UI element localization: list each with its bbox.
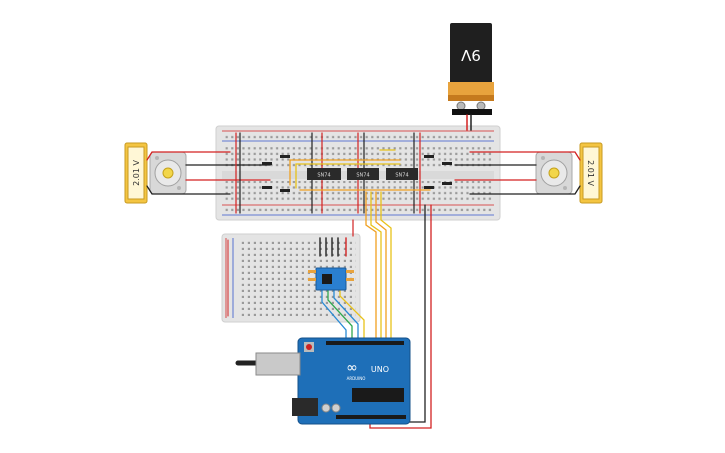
motor-right[interactable] xyxy=(535,151,573,195)
motor-left[interactable] xyxy=(149,151,187,195)
chip-2[interactable]: SN74 xyxy=(347,168,379,180)
arduino-logo-icon: ∞ xyxy=(346,360,358,376)
multimeter-right-reading: 2.01 V xyxy=(586,160,595,186)
multimeter-right[interactable]: 2.01 V xyxy=(579,142,603,204)
sensor-module[interactable] xyxy=(308,267,354,291)
arduino-model: UNO xyxy=(371,365,389,374)
battery-label: 9V xyxy=(460,46,481,64)
resistors xyxy=(262,155,452,192)
arduino-brand: ARDUINO xyxy=(347,376,366,381)
arduino-uno[interactable]: ∞ UNO ARDUINO xyxy=(255,337,411,425)
battery-9v[interactable]: 9V xyxy=(448,23,494,115)
chip-1[interactable]: SN74 xyxy=(307,168,341,180)
chip-2-label: SN74 xyxy=(356,173,369,179)
chip-3[interactable]: SN74 xyxy=(386,168,418,180)
chip-3-label: SN74 xyxy=(395,173,408,179)
multimeter-left-reading: 2.01 V xyxy=(132,160,141,186)
multimeter-left[interactable]: 2.01 V xyxy=(124,142,148,204)
chip-1-label: SN74 xyxy=(317,173,330,179)
